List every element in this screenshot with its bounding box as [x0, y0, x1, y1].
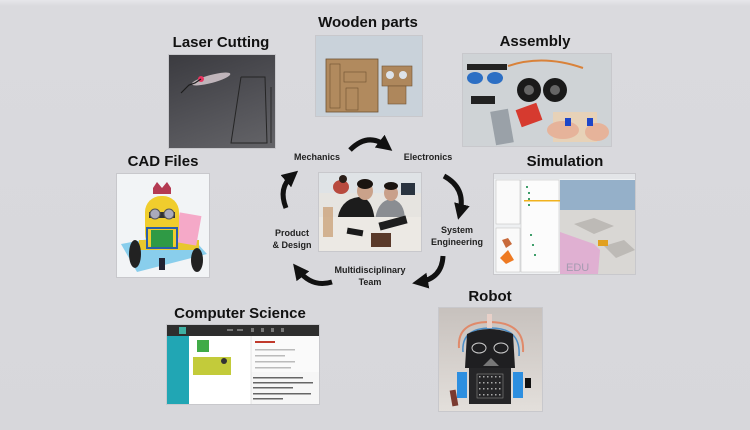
ide-illustration — [167, 325, 319, 404]
laser-cut-illustration — [180, 72, 272, 144]
label-product-design-line-1: Product — [274, 228, 309, 238]
label-multidisciplinary-team-line-2: Team — [358, 277, 382, 287]
block-programming-ide-screenshot — [166, 324, 320, 405]
simulation-watermark: EDU — [566, 262, 589, 274]
electronics-assembly-photo — [462, 53, 612, 147]
title-assembly: Assembly — [499, 33, 571, 50]
title-computer-science: Computer Science — [174, 305, 306, 322]
wooden-parts-illustration — [325, 58, 413, 113]
arrow-system-engineering-to-team — [412, 255, 446, 289]
arrow-product-design-to-mechanics — [280, 170, 299, 209]
wooden-parts-photo — [315, 35, 423, 117]
label-electronics: Electronics — [403, 152, 453, 162]
robot-simulator-screenshot: EDU — [493, 173, 636, 275]
robot-illustration — [449, 314, 531, 407]
cad-illustration — [121, 182, 207, 272]
arrow-mechanics-to-electronics — [348, 134, 393, 152]
team-photo — [318, 172, 422, 252]
label-product-design: Product & Design — [270, 227, 314, 251]
title-robot: Robot — [468, 288, 512, 305]
minion-robot-cad-render — [116, 173, 210, 278]
label-multidisciplinary-team: Multidisciplinary Team — [333, 264, 407, 288]
laser-cutter-photo — [168, 54, 276, 149]
title-simulation: Simulation — [526, 153, 604, 170]
label-system-engineering-line-1: System — [440, 225, 474, 235]
label-system-engineering-line-2: Engineering — [430, 237, 483, 247]
arrow-team-to-product-design — [293, 263, 333, 286]
darth-vader-robot-photo — [438, 307, 543, 412]
label-system-engineering: System Engineering — [428, 224, 486, 248]
team-photo-illustration — [319, 173, 421, 251]
assembly-illustration — [467, 59, 609, 146]
arrow-electronics-to-system-engineering — [442, 173, 470, 220]
title-laser-cutting: Laser Cutting — [172, 34, 270, 51]
title-cad-files: CAD Files — [127, 153, 199, 170]
label-product-design-line-2: & Design — [272, 240, 312, 250]
title-wooden-parts: Wooden parts — [318, 14, 418, 31]
simulation-illustration: EDU — [494, 174, 635, 274]
label-mechanics: Mechanics — [293, 152, 341, 162]
label-multidisciplinary-team-line-1: Multidisciplinary — [334, 265, 406, 275]
